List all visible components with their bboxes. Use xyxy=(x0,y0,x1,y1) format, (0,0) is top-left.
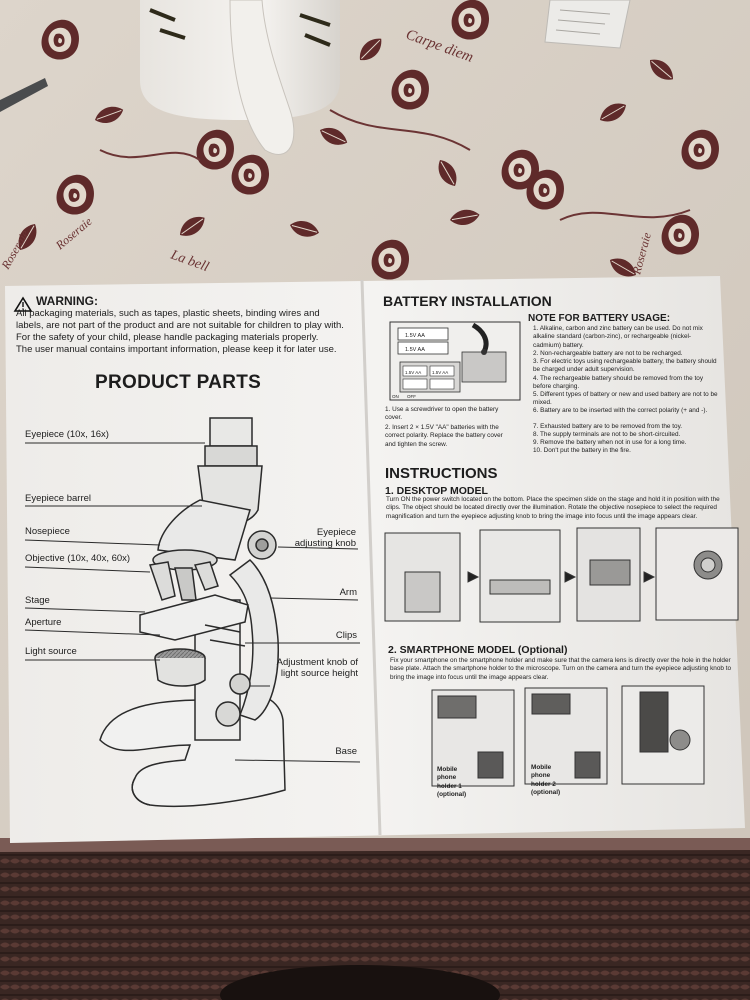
label-light-source: Light source xyxy=(25,646,77,657)
battery-note-6: 6. Battery are to be inserted with the c… xyxy=(533,407,708,414)
warning-title: WARNING: xyxy=(36,294,98,308)
label-arm: Arm xyxy=(339,587,357,598)
smartphone-steps-diagram xyxy=(431,685,705,787)
holder-1-label: Mobile phone holder 1 (optional) xyxy=(437,766,467,799)
instructions-title: INSTRUCTIONS xyxy=(385,465,498,482)
smartphone-model-text: Fix your smartphone on the smartphone ho… xyxy=(390,657,732,681)
shadow xyxy=(220,965,500,1000)
desktop-model-title: 1. DESKTOP MODEL xyxy=(385,485,488,497)
warning-line-4: The user manual contains important infor… xyxy=(16,344,337,355)
mug xyxy=(140,0,340,155)
label-stage: Stage xyxy=(25,595,50,606)
cloth-hem xyxy=(0,838,750,852)
battery-note-title: NOTE FOR BATTERY USAGE: xyxy=(528,313,671,324)
part-leader-lines xyxy=(24,442,361,763)
switch-on-label: ON xyxy=(392,394,399,399)
tablecloth-pattern xyxy=(13,0,720,282)
battery-label-3: 1.5V AA xyxy=(405,370,421,375)
smartphone-model-title: 2. SMARTPHONE MODEL (Optional) xyxy=(388,644,568,656)
battery-label-4: 1.5V AA xyxy=(432,370,448,375)
receipt xyxy=(544,0,631,49)
warning-icon xyxy=(13,296,33,312)
label-adjustment-knob-2: light source height xyxy=(280,668,358,679)
label-nosepiece: Nosepiece xyxy=(25,526,70,537)
warning-line-1: All packaging materials, such as tapes, … xyxy=(16,308,320,319)
switch-off-label: OFF xyxy=(407,394,416,399)
desktop-steps-diagram xyxy=(384,527,739,623)
desktop-model-text: Turn ON the power switch located on the … xyxy=(386,496,720,520)
sheet-fold xyxy=(360,279,382,836)
label-base: Base xyxy=(335,746,357,757)
battery-step-2: 2. Insert 2 × 1.5V "AA" batteries with t… xyxy=(385,424,503,448)
label-eyepiece-knob-2: adjusting knob xyxy=(294,538,356,549)
battery-note-2: 2. Non-rechargeable battery are not to b… xyxy=(533,350,683,357)
battery-label-1: 1.5V AA xyxy=(405,333,425,339)
label-adjustment-knob-1: Adjustment knob of xyxy=(276,657,358,668)
battery-note-8: 8. The supply terminals are not to be sh… xyxy=(533,431,681,438)
battery-label-2: 1.5V AA xyxy=(405,347,425,353)
warning-line-2: labels, are not part of the product and … xyxy=(16,320,344,331)
battery-note-1: 1. Alkaline, carbon and zinc battery can… xyxy=(533,325,703,349)
battery-step-1: 1. Use a screwdriver to open the battery… xyxy=(385,406,499,422)
microscope-diagram xyxy=(99,417,286,808)
battery-note-5: 5. Different types of battery or new and… xyxy=(533,391,718,407)
label-clips: Clips xyxy=(335,630,357,641)
battery-note-3: 3. For electric toys using rechargeable … xyxy=(533,358,717,374)
label-eyepiece-barrel: Eyepiece barrel xyxy=(25,493,92,504)
battery-diagram: 1.5V AA 1.5V AA 1.5V AA 1.5V AA ON OFF xyxy=(389,321,521,401)
battery-note-9: 9. Remove the battery when not in use fo… xyxy=(533,439,687,446)
pen xyxy=(0,78,48,112)
battery-title: BATTERY INSTALLATION xyxy=(383,293,552,309)
battery-note-4: 4. The rechargeable battery should be re… xyxy=(533,375,704,391)
label-objective: Objective (10x, 40x, 60x) xyxy=(25,553,131,564)
battery-note-7: 7. Exhausted battery are to be removed f… xyxy=(533,423,683,430)
holder-2-label: Mobile phone holder 2 (optional) xyxy=(531,764,561,797)
warning-line-3: For the safety of your child, please han… xyxy=(16,332,319,343)
battery-note-10: 10. Don't put the battery in the fire. xyxy=(533,447,631,454)
label-aperture: Aperture xyxy=(25,617,62,628)
label-eyepiece: Eyepiece (10x, 16x) xyxy=(25,429,109,440)
label-eyepiece-knob-1: Eyepiece xyxy=(316,527,356,538)
product-parts-title: PRODUCT PARTS xyxy=(95,372,262,393)
